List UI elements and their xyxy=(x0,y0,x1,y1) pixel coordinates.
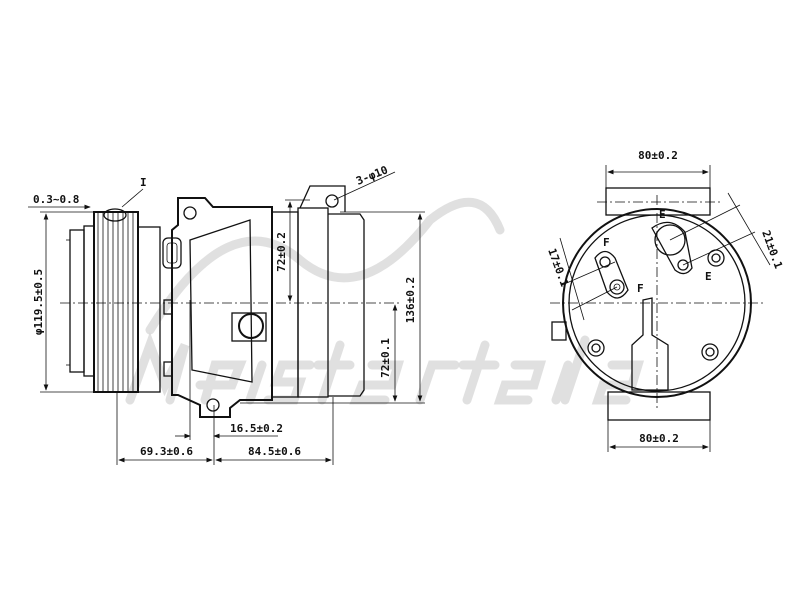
port-f-label-bottom: F xyxy=(637,282,644,295)
hub xyxy=(137,226,161,393)
fitting xyxy=(551,321,567,341)
clutch-plate xyxy=(66,225,95,377)
ear-offset-dimension: 16.5±0.2 xyxy=(230,422,283,435)
front-length-dimension: 69.3±0.6 xyxy=(140,445,193,458)
front-housing xyxy=(162,197,273,418)
bolt-holes xyxy=(587,249,725,361)
rear-view: 80±0.2 80±0.2 17±0.1 21±0.1 E E F F xyxy=(545,149,785,452)
center-boss xyxy=(631,297,669,391)
port-f xyxy=(594,250,629,299)
top-width-dimension: 80±0.2 xyxy=(638,149,678,162)
top-mount xyxy=(605,187,711,216)
upper-offset-dimension: 72±0.2 xyxy=(275,232,288,272)
rear-length-dimension: 84.5±0.6 xyxy=(248,445,301,458)
bottom-mount xyxy=(607,391,711,421)
dimensions-rear: 80±0.2 80±0.2 17±0.1 21±0.1 E E F F xyxy=(545,149,785,452)
side-view: 0.3~0.8 I 3-φ10 φ119.5±0.5 72±0.2 136±0.… xyxy=(28,163,425,465)
bottom-width-dimension: 80±0.2 xyxy=(639,432,679,445)
port-e-label-top: E xyxy=(659,208,666,221)
overall-height-dimension: 136±0.2 xyxy=(404,277,417,323)
rear-head xyxy=(297,185,365,398)
holes-dimension: 3-φ10 xyxy=(354,163,390,187)
right-spacing-dimension: 21±0.1 xyxy=(759,229,785,271)
lower-offset-dimension: 72±0.1 xyxy=(379,338,392,378)
port-e xyxy=(651,221,693,275)
port-f-label-top: F xyxy=(603,236,610,249)
port-e-label-bottom: E xyxy=(705,270,712,283)
pulley-diameter-dimension: φ119.5±0.5 xyxy=(32,269,45,335)
detail-label: I xyxy=(140,176,147,189)
gap-dimension: 0.3~0.8 xyxy=(33,193,79,206)
pulley xyxy=(93,208,139,393)
watermark-logo xyxy=(125,197,645,405)
dimensions-side: 0.3~0.8 I 3-φ10 φ119.5±0.5 72±0.2 136±0.… xyxy=(28,163,425,465)
left-spacing-dimension: 17±0.1 xyxy=(545,247,571,289)
